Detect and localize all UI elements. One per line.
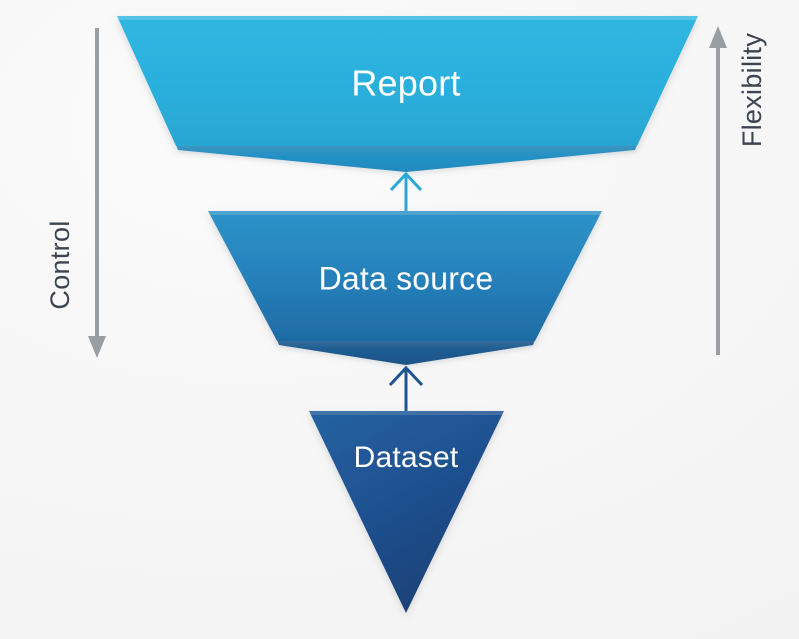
stage-report[interactable]: Report (117, 16, 698, 172)
data-source-body (208, 211, 602, 341)
arrow-datasource-to-report (389, 171, 423, 213)
dataset-body (309, 411, 504, 613)
report-body (117, 16, 698, 146)
data-source-top-edge (208, 211, 602, 215)
report-label: Report (351, 63, 460, 104)
stage-dataset[interactable]: Dataset (309, 411, 504, 613)
arrow-dataset-to-datasource (388, 365, 424, 411)
data-source-label: Data source (319, 260, 494, 296)
report-fold (176, 145, 637, 172)
data-source-fold (277, 340, 535, 365)
stage-data-source[interactable]: Data source (208, 211, 602, 365)
control-axis-label: Control (45, 220, 75, 309)
report-top-edge (117, 16, 698, 20)
dataset-label: Dataset (354, 441, 459, 474)
flexibility-axis-arrowhead (709, 26, 727, 48)
control-axis-arrowhead (88, 336, 106, 358)
flexibility-axis: Flexibility (709, 26, 767, 355)
control-axis: Control (45, 28, 106, 358)
dataset-top-edge (309, 411, 504, 415)
flexibility-axis-label: Flexibility (737, 33, 767, 148)
